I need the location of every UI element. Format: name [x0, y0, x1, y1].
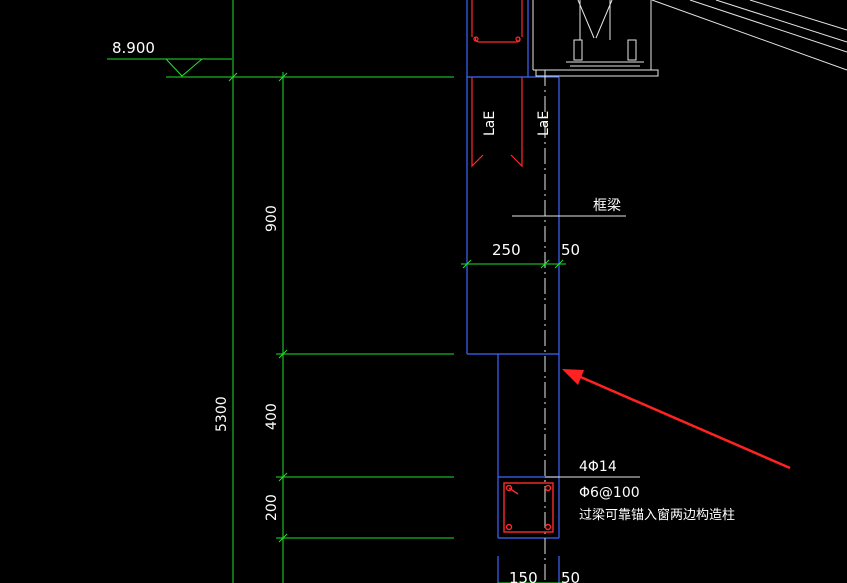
- dim-lower-offset: 50: [561, 569, 580, 583]
- dim-lower-width: 150: [509, 569, 538, 583]
- roof-members: [651, 0, 847, 71]
- pointer-arrow: [562, 369, 791, 470]
- dim-200: 200: [264, 494, 280, 521]
- dim-total-height: 5300: [214, 396, 230, 432]
- steel-base-detail: [532, 0, 659, 77]
- section-outlines: [466, 0, 560, 583]
- lintel-section: [503, 482, 554, 533]
- dim-900: 900: [264, 205, 280, 232]
- anchorage-label-left: LaE: [482, 111, 498, 136]
- vertical-dimension-chain: [228, 0, 454, 583]
- upper-width-dimension: [461, 259, 566, 269]
- stirrup-label: Φ6@100: [579, 485, 640, 501]
- anchorage-rebars: [471, 0, 523, 168]
- frame-beam-label: 框梁: [593, 198, 621, 214]
- anchorage-label-right: LaE: [536, 111, 552, 136]
- dim-400: 400: [264, 403, 280, 430]
- main-rebar-label: 4Φ14: [579, 459, 617, 475]
- dim-upper-offset: 50: [561, 241, 580, 259]
- elevation-label: 8.900: [112, 39, 155, 57]
- dim-upper-width: 250: [492, 241, 521, 259]
- remark-label: 过梁可靠锚入窗两边构造柱: [579, 507, 735, 523]
- elevation-marker: [107, 58, 454, 78]
